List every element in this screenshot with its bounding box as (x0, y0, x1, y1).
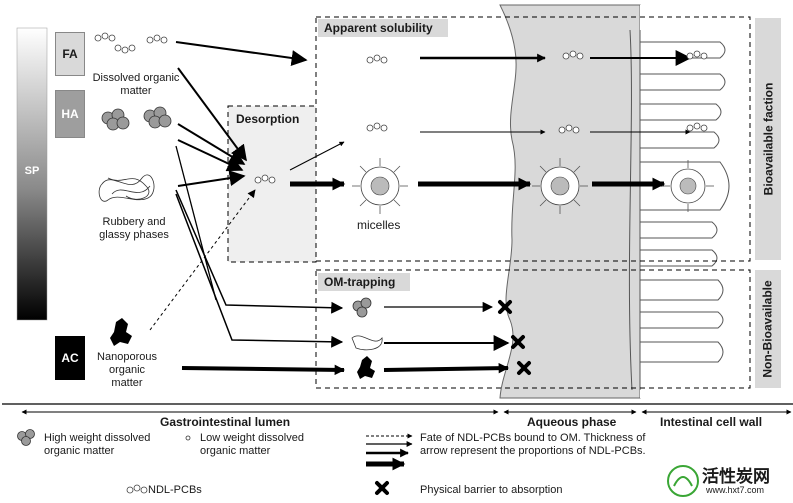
ac-nanoporous (110, 318, 375, 379)
legend-arrows (366, 433, 413, 471)
cell-wall-lines (628, 29, 641, 391)
legend-arrows-text: Fate of NDL-PCBs bound to OM. Thickness … (420, 432, 646, 457)
legend-ndl-pcbs: NDL-PCBs (148, 484, 202, 496)
non-bioavailable-text: Non-Bioavailable (761, 280, 776, 378)
rubbery-glassy-label: Rubbery and glassy phases (99, 216, 169, 241)
fa-tag: FA (55, 32, 85, 76)
low-weight-dot-icon (185, 435, 191, 441)
watermark-logo (667, 465, 699, 497)
aqueous-phase-label: Aqueous phase (527, 415, 617, 429)
desorption-label: Desorption (236, 112, 300, 126)
ac-tag: AC (55, 336, 85, 380)
intestinal-villi (640, 5, 745, 398)
legend-low-weight: Low weight dissolved organic matter (200, 432, 304, 457)
dissolved-om-label: Dissolved organic matter (92, 72, 180, 97)
micelles-label: micelles (357, 218, 401, 232)
rubbery-tangle (98, 174, 383, 351)
ha-tag: HA (55, 90, 85, 138)
barrier-crosses (375, 300, 531, 495)
legend-barrier: Physical barrier to absorption (420, 484, 563, 496)
non-bioavailable-side-label: Non-Bioavailable (755, 270, 781, 388)
apparent-solubility-label: Apparent solubility (318, 19, 448, 37)
bioavailable-text: Bioavailable faction (761, 82, 776, 196)
nanoporous-om-label: Nanoporous organic matter (97, 351, 157, 389)
compartment-axis (2, 403, 793, 415)
ha-clusters (17, 106, 372, 446)
lumen-label: Gastrointestinal lumen (160, 415, 291, 429)
cell-wall-label: Intestinal cell wall (660, 415, 763, 429)
sp-label: SP (24, 165, 40, 177)
sp-gradient-bar (16, 27, 48, 321)
om-trapping-label: OM-trapping (318, 273, 410, 291)
watermark-title: 活性炭网 (702, 467, 770, 486)
om-trapping-dashed-box (315, 269, 751, 389)
bioavailable-side-label: Bioavailable faction (755, 18, 781, 260)
pcb-molecules (94, 32, 708, 494)
arrows (149, 41, 692, 376)
watermark-url: www.hxt7.com (706, 485, 765, 495)
legend-high-weight: High weight dissolved organic matter (44, 432, 151, 457)
micelle-graphics (352, 158, 714, 214)
